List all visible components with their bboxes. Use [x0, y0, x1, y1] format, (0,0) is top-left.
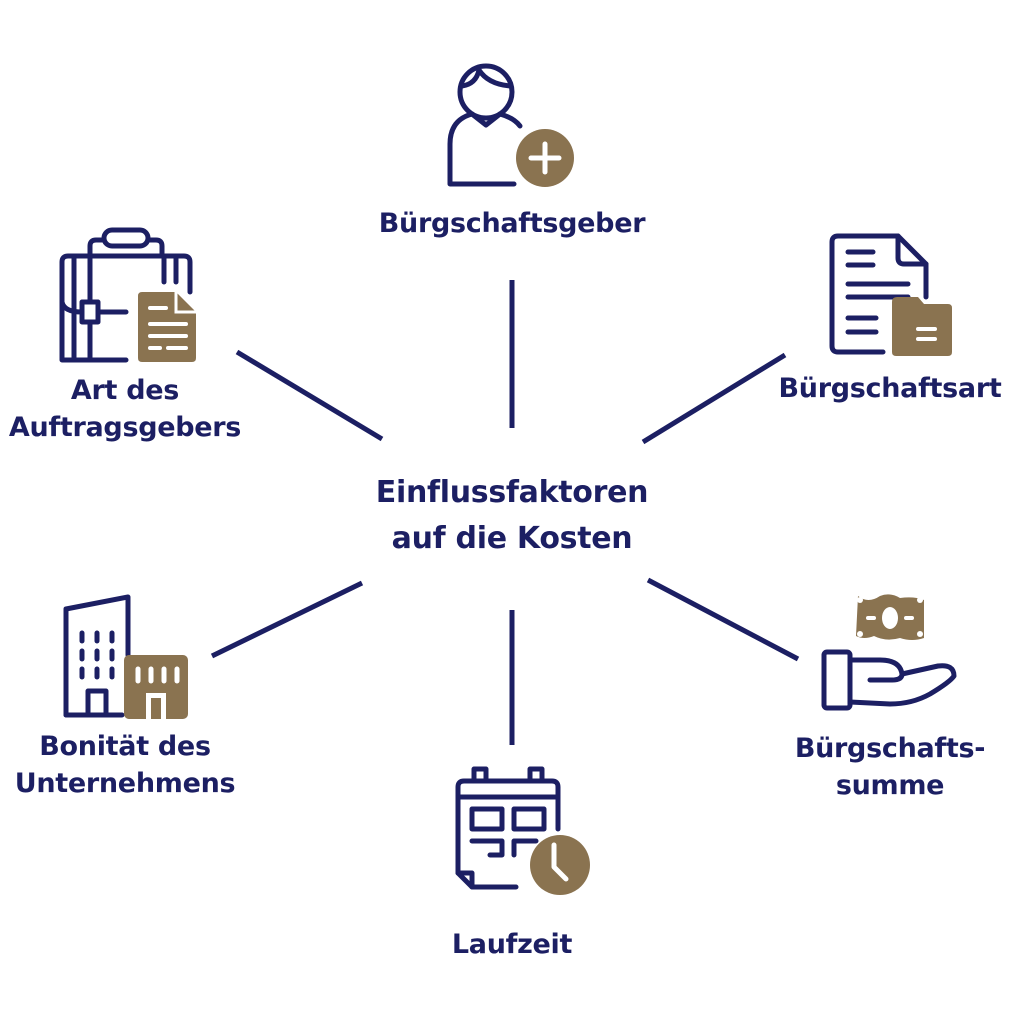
connector-auftraggeber: [235, 349, 384, 442]
label-bonitaet: Bonität des Unternehmens: [14, 731, 236, 799]
label-buergschaftssumme: Bürgschafts- summe: [794, 733, 986, 801]
connector-buergschaftssumme: [646, 577, 800, 662]
label-buergschaftsgeber: Bürgschaftsgeber: [378, 208, 646, 239]
label-buergschaftsart: Bürgschaftsart: [778, 373, 1002, 404]
label-laufzeit: Laufzeit: [451, 929, 573, 960]
connector-buergschaftsart: [641, 352, 787, 445]
connector-bonitaet: [210, 580, 364, 659]
briefcase-document-icon: [56, 226, 196, 364]
hand-money-icon: [820, 590, 960, 715]
buildings-icon: [62, 594, 190, 720]
document-folder-icon: [828, 232, 953, 357]
label-auftraggeber: Art des Auftragsgebers: [8, 375, 242, 443]
center-title: Einflussfaktoren auf die Kosten: [375, 475, 649, 556]
calendar-clock-icon: [450, 765, 595, 895]
person-plus-icon: [446, 62, 578, 188]
